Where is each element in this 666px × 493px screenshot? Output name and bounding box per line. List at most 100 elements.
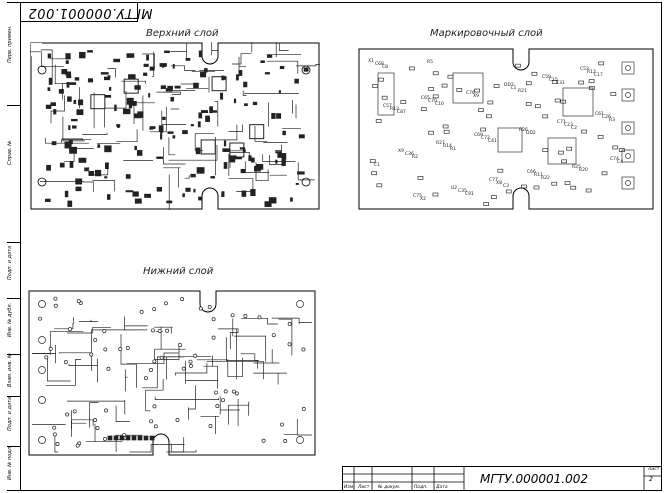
ref-designator: R20 xyxy=(579,167,588,173)
trace xyxy=(104,91,127,128)
pad xyxy=(190,124,194,127)
pad xyxy=(66,71,72,79)
via xyxy=(104,408,108,413)
via xyxy=(76,299,81,304)
pad xyxy=(134,85,141,90)
via xyxy=(189,363,193,368)
side-label: Инв. № дубл. xyxy=(7,302,13,337)
ref-designator: R14 xyxy=(443,143,452,149)
pad xyxy=(264,201,272,207)
pad xyxy=(45,104,52,109)
side-label: Подп. и дата xyxy=(7,245,13,280)
ref-designator: C71 xyxy=(557,119,566,125)
trace xyxy=(40,49,53,84)
passive-outline xyxy=(381,95,388,100)
pad xyxy=(59,162,65,168)
trace xyxy=(170,65,196,71)
passive-outline xyxy=(531,71,538,76)
trace xyxy=(215,124,238,141)
pad xyxy=(209,106,213,114)
via xyxy=(163,301,168,306)
trace xyxy=(156,91,181,95)
mounting-hole xyxy=(38,300,46,308)
passive-outline xyxy=(432,192,439,197)
trace xyxy=(228,401,250,425)
pad xyxy=(271,112,276,119)
via xyxy=(207,305,212,309)
via xyxy=(103,347,108,352)
header-pad xyxy=(119,435,125,441)
mounting-hole xyxy=(296,436,304,444)
pad xyxy=(198,112,203,119)
document-code-box: МГТУ.000001.002 xyxy=(20,2,153,22)
pad xyxy=(298,134,305,139)
trace xyxy=(50,95,65,124)
ref-designator: C59 xyxy=(542,74,551,80)
side-cell xyxy=(7,396,20,446)
pad xyxy=(128,74,136,80)
pad xyxy=(210,176,216,179)
passive-outline xyxy=(369,159,376,163)
via xyxy=(257,315,262,320)
ref-designator: X2 xyxy=(420,196,426,202)
ref-designator: R22 xyxy=(541,175,550,181)
caption-top-layer: Верхний слой xyxy=(146,28,219,39)
trace xyxy=(45,359,81,386)
passive-outline xyxy=(570,185,577,190)
pad xyxy=(275,151,282,154)
via xyxy=(53,296,58,301)
ref-designator: X9 xyxy=(473,93,479,99)
left-margin-strip: Перв. примен. Справ. № Подп. и дата Инв.… xyxy=(0,2,20,491)
pad xyxy=(75,186,82,192)
side-cell xyxy=(7,446,20,491)
trace xyxy=(89,402,99,428)
trace xyxy=(54,317,74,330)
trace xyxy=(166,356,212,380)
pad xyxy=(97,144,101,148)
via xyxy=(102,329,107,333)
trace xyxy=(255,162,269,182)
ic-outline xyxy=(452,72,484,104)
via xyxy=(153,424,158,429)
ref-designator: R5 xyxy=(427,59,433,65)
trace xyxy=(61,139,92,143)
trace xyxy=(188,385,196,420)
trace xyxy=(231,53,252,65)
pad xyxy=(79,51,86,59)
trace xyxy=(64,148,94,162)
via xyxy=(234,391,239,396)
via xyxy=(271,333,276,338)
pad xyxy=(68,125,71,131)
trace xyxy=(68,358,98,383)
ref-designator: C41 xyxy=(488,138,497,144)
pad xyxy=(170,96,174,102)
trace xyxy=(254,126,268,142)
ic-outline xyxy=(497,127,523,153)
trace xyxy=(30,51,64,68)
via xyxy=(223,389,228,394)
trace xyxy=(230,152,250,162)
side-cell xyxy=(7,105,20,208)
via xyxy=(63,360,68,365)
pad xyxy=(107,194,111,200)
via xyxy=(193,353,198,358)
via xyxy=(44,355,49,360)
via xyxy=(152,404,157,409)
connector-hole xyxy=(625,153,631,159)
ref-designator: C1 xyxy=(374,162,380,168)
via xyxy=(178,343,183,348)
passive-outline xyxy=(612,145,619,150)
passive-outline xyxy=(619,148,625,153)
pad xyxy=(277,152,282,158)
trace xyxy=(269,155,283,165)
pad xyxy=(220,92,224,100)
pad xyxy=(235,74,239,81)
passive-outline xyxy=(491,195,497,199)
pad xyxy=(134,145,137,151)
trace xyxy=(129,444,185,453)
passive-outline xyxy=(432,71,439,76)
pad xyxy=(67,200,73,207)
ref-designator: C70 xyxy=(428,98,437,104)
trace xyxy=(214,101,219,127)
pad xyxy=(185,57,191,61)
